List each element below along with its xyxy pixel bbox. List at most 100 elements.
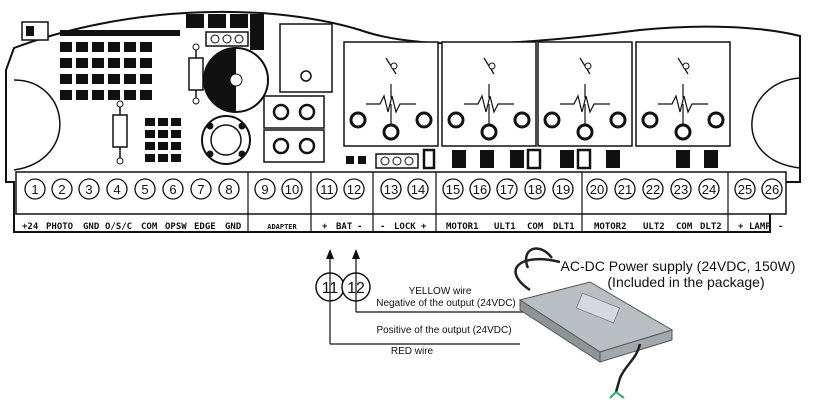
terminal-number: 17: [500, 182, 514, 197]
board-cutout-left: [13, 79, 61, 171]
yellow-wire-title: YELLOW wire: [409, 286, 472, 297]
capacitor-large: [203, 47, 269, 113]
label-24v: +24: [22, 222, 39, 232]
label-bat-plus: +: [322, 222, 328, 232]
label-lamp-minus: -: [778, 222, 783, 232]
label-dlt2: DLT2: [700, 222, 722, 232]
label-lock: LOCK: [394, 222, 416, 232]
terminal-screw: [642, 178, 664, 200]
terminal-screw: [218, 178, 240, 200]
terminal-number: 18: [528, 182, 542, 197]
relay-4: [635, 41, 731, 147]
board-cutout-right: [751, 77, 801, 169]
label-motor2: MOTOR2: [594, 222, 627, 232]
terminal-screw: [496, 178, 518, 200]
terminal-screw: [343, 178, 365, 200]
terminal-screw: [316, 178, 338, 200]
relay-3: [537, 41, 633, 147]
terminal-strip: [15, 171, 787, 215]
label-bat-minus: -: [357, 222, 362, 232]
label-gnd-2: GND: [225, 222, 242, 232]
label-ult1: ULT1: [494, 222, 516, 232]
transformer-box: [279, 23, 333, 93]
terminal-number: 22: [646, 182, 660, 197]
yellow-wire-desc: Negative of the output (24VDC): [376, 298, 516, 309]
terminal-number: 20: [590, 182, 604, 197]
label-edge: EDGE: [194, 222, 216, 232]
label-lock-plus: +: [421, 222, 427, 232]
relay-2: [441, 41, 537, 147]
terminal-number: 8: [225, 182, 232, 197]
terminal-number: 23: [674, 182, 688, 197]
terminal-screw: [51, 178, 73, 200]
relay-group: [343, 41, 731, 147]
connector-top-left: [21, 21, 49, 41]
terminal-number: 4: [113, 182, 120, 197]
power-supply-icon: [514, 247, 674, 399]
label-adapter: ADAPTER: [267, 223, 297, 231]
terminal-number: 5: [141, 182, 148, 197]
arrow-up-icon: [326, 249, 334, 259]
terminal-screw: [106, 178, 128, 200]
terminal-number: 16: [473, 182, 487, 197]
terminal-number: 11: [320, 182, 334, 197]
psu-subtitle: (Included in the package): [607, 274, 764, 290]
label-lock-minus: -: [380, 222, 385, 232]
terminal-screw: [281, 178, 303, 200]
wiring-annotation: 11 12 YELLOW wire Negative of the output…: [315, 247, 796, 399]
label-dlt1: DLT1: [553, 222, 575, 232]
label-opsw: OPSW: [165, 222, 187, 232]
terminal-screw: [380, 178, 402, 200]
label-com-1: COM: [141, 222, 158, 232]
terminal-number: 26: [765, 182, 779, 197]
label-gnd-1: GND: [83, 222, 100, 232]
fuse-holders: [263, 95, 325, 163]
terminal-screw: [761, 178, 783, 200]
label-bat: BAT: [336, 222, 353, 232]
psu-title: AC-DC Power supply (24VDC, 150W): [561, 258, 796, 274]
label-lamp-plus: +: [738, 222, 744, 232]
label-com-2: COM: [527, 222, 544, 232]
terminal-screw: [442, 178, 464, 200]
potentiometer: [201, 115, 251, 165]
terminal-screw: [407, 178, 429, 200]
terminal-screw: [24, 178, 46, 200]
terminal-number: 10: [285, 182, 299, 197]
terminal-screw: [190, 178, 212, 200]
resistor-1: [112, 100, 128, 165]
label-ult2: ULT2: [643, 222, 665, 232]
terminal-number: 15: [446, 182, 460, 197]
relay-1: [343, 41, 439, 147]
terminal-number: 9: [261, 182, 268, 197]
component-cluster-left: [60, 30, 181, 162]
terminal-number: 7: [197, 182, 204, 197]
label-photo: PHOTO: [46, 222, 74, 232]
terminal-screw: [586, 178, 608, 200]
terminal-screw: [162, 178, 184, 200]
resistor-2: [188, 43, 204, 105]
label-osc: O/S/C: [105, 222, 132, 232]
label-motor1: MOTOR1: [446, 222, 479, 232]
red-wire-title: RED wire: [391, 346, 434, 357]
terminal-screw: [552, 178, 574, 200]
terminal-screw: [670, 178, 692, 200]
terminal-group-dividers: [247, 172, 729, 232]
terminal-number: 6: [169, 182, 176, 197]
terminal-number: 21: [618, 182, 632, 197]
terminal-number: 12: [347, 182, 361, 197]
terminal-screw: [254, 178, 276, 200]
arrow-up-icon: [352, 249, 360, 259]
terminal-number: 3: [85, 182, 92, 197]
terminal-screw: [469, 178, 491, 200]
terminal-number: 13: [384, 182, 398, 197]
red-wire-desc: Positive of the output (24VDC): [376, 325, 511, 336]
terminal-number: 25: [738, 182, 752, 197]
label-lamp: LAMP: [749, 222, 771, 232]
terminal-number: 19: [556, 182, 570, 197]
terminal-number: 24: [702, 182, 716, 197]
led-row: [346, 148, 718, 170]
terminal-labels: +24 PHOTO GND O/S/C COM OPSW EDGE GND AD…: [22, 222, 783, 232]
terminal-screw: [524, 178, 546, 200]
